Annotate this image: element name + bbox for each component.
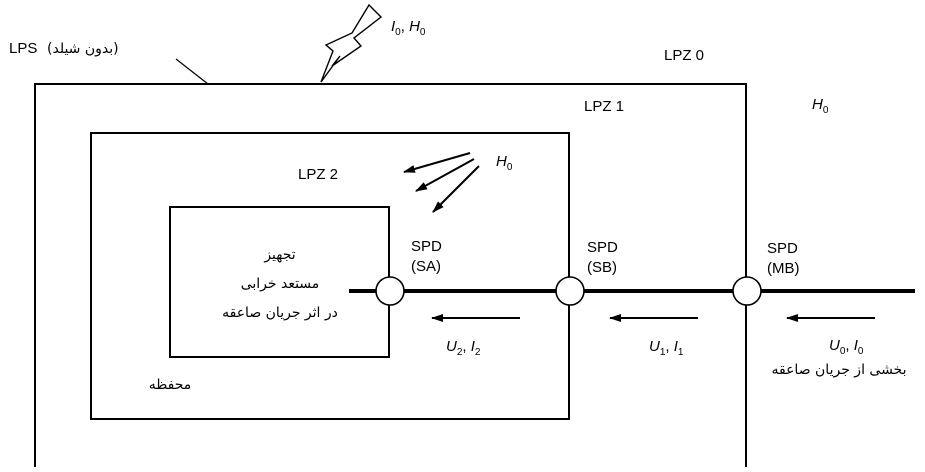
surge-label-u0-i0: U0, I0 [829, 337, 864, 357]
field-arrow-2 [415, 158, 475, 192]
lightning-bolt-icon [320, 3, 383, 83]
partial-current-label: بخشی از جریان صاعقه [771, 362, 906, 378]
enclosure-label: محفظه [149, 377, 192, 393]
spd-sa-symbol [375, 276, 405, 306]
spd-sa-code: (SA) [411, 258, 441, 275]
lps-label: LPS [9, 40, 37, 57]
zone-label-lpz2: LPZ 2 [298, 166, 338, 183]
surge-label-u1-i1: U1, I1 [649, 338, 684, 358]
equipment-label-line1: تجهیز [263, 247, 295, 263]
lpz2-boundary [90, 132, 570, 420]
field-arrow-3 [432, 165, 480, 213]
spd-mb-label: SPD [767, 240, 798, 257]
zone-label-lpz1: LPZ 1 [584, 98, 624, 115]
spd-sb-symbol [555, 276, 585, 306]
field-arrow-1 [403, 152, 471, 173]
spd-mb-symbol [732, 276, 762, 306]
spd-mb-code: (MB) [767, 260, 800, 277]
equipment-label-line2: مستعد خرابی [241, 276, 320, 292]
surge-label-u2-i2: U2, I2 [446, 338, 481, 358]
equipment-label-line3: در اثر جریان صاعقه [222, 305, 338, 321]
spd-sa-label: SPD [411, 238, 442, 255]
field-label-inside: H0 [496, 153, 513, 173]
field-label-outside: H0 [812, 96, 829, 116]
lpz1-boundary [34, 83, 747, 472]
zone-label-lpz0: LPZ 0 [664, 47, 704, 64]
spd-sb-code: (SB) [587, 259, 617, 276]
strike-parameters: I0, H0 [391, 18, 426, 38]
lps-leader-line [175, 58, 209, 85]
spd-sb-label: SPD [587, 239, 618, 256]
lps-unshielded-note: (بدون شیلد) [47, 41, 119, 57]
